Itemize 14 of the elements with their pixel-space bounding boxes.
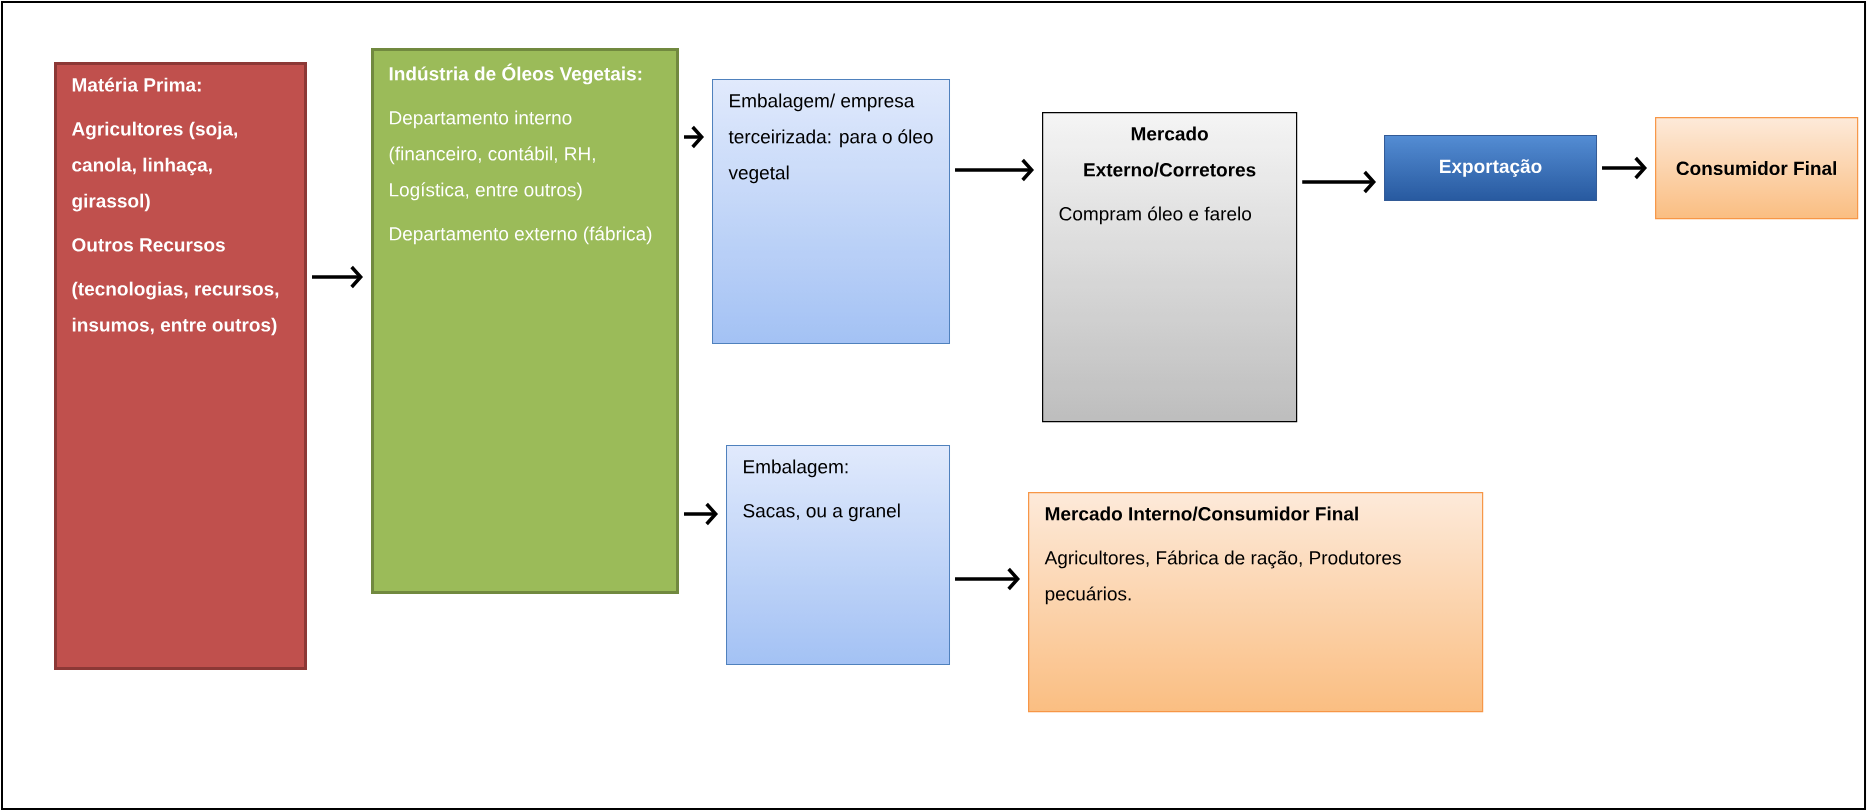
arrow (684, 502, 718, 526)
arrow (312, 265, 363, 289)
process-box: Mercado Externo/Corretores Compram óleo e farelo (1042, 112, 1298, 423)
arrow (955, 158, 1034, 182)
process-box: Matéria Prima: Agricultores (soja, canola, linhaça, girassol) Outros Recursos (tecnologias, recursos, insumos, entre outros) (54, 62, 307, 670)
arrow (1602, 156, 1648, 180)
arrow (955, 567, 1020, 591)
process-box: Embalagem/ empresa terceirizada: para o óleo vegetal (712, 79, 950, 344)
process-box: Embalagem: Sacas, ou a granel (726, 445, 950, 665)
process-box: Exportação (1384, 135, 1597, 201)
process-box: Indústria de Óleos Vegetais: Departamento interno (financeiro, contábil, RH, Logística, entre outros) Departamento externo (fábrica) (371, 48, 679, 594)
process-box: Mercado Interno/Consumidor Final Agricultores, Fábrica de ração, Produtores pecuários. (1028, 492, 1484, 713)
process-box: Consumidor Final (1655, 117, 1859, 220)
arrow (1302, 170, 1377, 194)
